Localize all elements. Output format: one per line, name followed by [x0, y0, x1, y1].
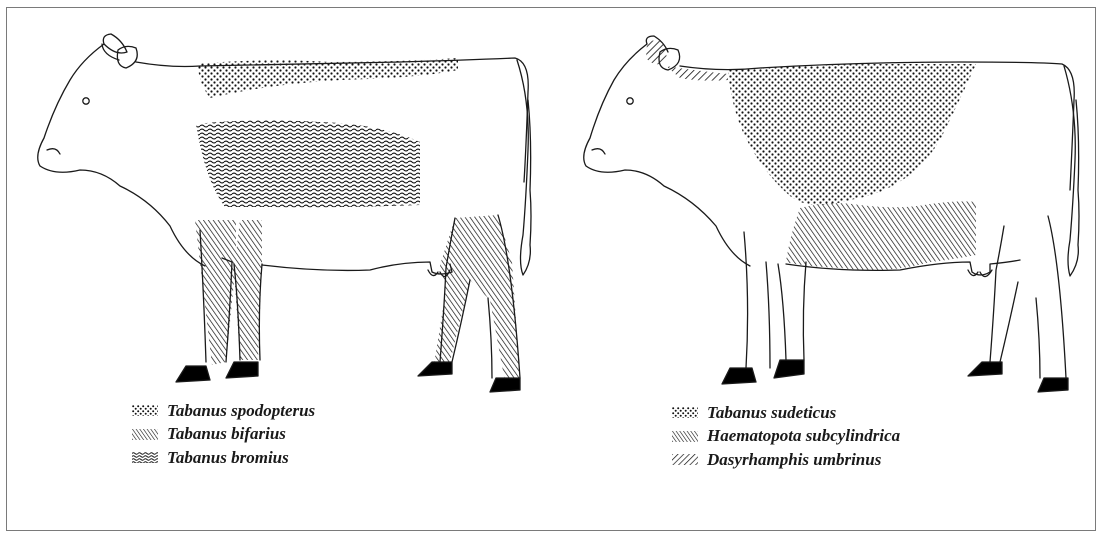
left-legend: Tabanus spodopterus Tabanus bifarius Tab… [132, 399, 315, 470]
left-cow-hoof [176, 366, 210, 382]
left-cow-tail [517, 60, 531, 275]
legend-label: Tabanus bromius [167, 448, 289, 468]
legend-item: Tabanus spodopterus [132, 399, 315, 423]
dots-pattern-swatch [672, 407, 698, 418]
right-cow-hoof [968, 362, 1002, 376]
left-cow-flank-region [196, 120, 420, 207]
left-cow-hoof [226, 362, 258, 378]
left-cow-hoof [418, 362, 452, 376]
left-cow [38, 34, 531, 392]
left-cow-head [38, 44, 205, 266]
legend-item: Dasyrhamphis umbrinus [672, 448, 900, 472]
wavy-hatch-swatch [132, 452, 158, 463]
left-cow-hindleg-region [434, 215, 520, 382]
right-cow-body-region [728, 64, 976, 205]
legend-label: Tabanus spodopterus [167, 401, 315, 421]
right-cow-hoof [774, 360, 804, 378]
fine-hatch-swatch [672, 431, 698, 442]
right-cow-hoof [722, 368, 756, 384]
right-legend: Tabanus sudeticus Haematopota subcylindr… [672, 401, 900, 472]
right-cow-hoof [1038, 378, 1068, 392]
left-cow-ear-2 [117, 46, 137, 68]
left-cow-ear [103, 34, 127, 53]
right-cow-belly-region [786, 201, 976, 270]
diagonal-hatch-swatch [672, 454, 698, 465]
left-cow-hoof [490, 378, 520, 392]
legend-label: Haematopota subcylindrica [707, 426, 900, 446]
legend-label: Dasyrhamphis umbrinus [707, 450, 881, 470]
legend-item: Tabanus sudeticus [672, 401, 900, 425]
dots-pattern-swatch [132, 405, 158, 416]
legend-label: Tabanus sudeticus [707, 403, 836, 423]
right-cow [584, 36, 1079, 392]
legend-item: Haematopota subcylindrica [672, 425, 900, 449]
legend-item: Tabanus bromius [132, 446, 315, 470]
fine-hatch-swatch [132, 429, 158, 440]
legend-label: Tabanus bifarius [167, 424, 286, 444]
legend-item: Tabanus bifarius [132, 423, 315, 447]
